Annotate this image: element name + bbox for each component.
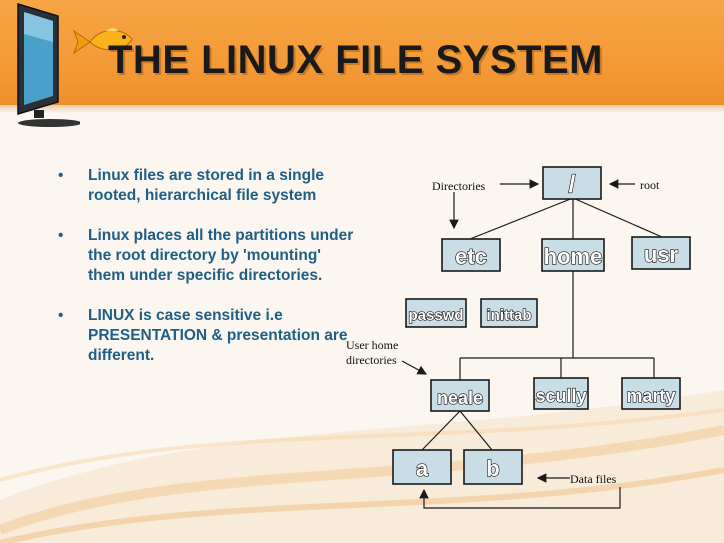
node-label: b (486, 456, 499, 481)
edge-neale-a (421, 410, 461, 451)
goldfish-icon (72, 28, 133, 55)
node-neale: neale (430, 379, 490, 412)
node-passwd: passwd (405, 298, 467, 328)
note-directories: Directories (432, 179, 486, 193)
bullet-list: • Linux files are stored in a single roo… (56, 166, 356, 386)
node-label: a (416, 456, 429, 481)
node-usr: usr (631, 236, 691, 270)
node-label: / (569, 171, 576, 198)
node-root: / (542, 166, 602, 200)
bullet-text: Linux places all the partitions under th… (88, 227, 354, 284)
note-root: root (640, 178, 660, 192)
bullet-dot: • (58, 167, 64, 184)
node-marty: marty (621, 377, 681, 410)
note-data-files: Data files (570, 472, 617, 486)
node-label: etc (455, 244, 487, 269)
node-label: usr (644, 242, 679, 267)
node-label: passwd (408, 307, 463, 324)
bullet-dot: • (58, 307, 64, 324)
header-shadow (0, 105, 724, 113)
edge-root-usr (572, 197, 663, 238)
user-home-arrow (401, 360, 428, 375)
edge-neale-b (459, 410, 493, 451)
node-b: b (463, 449, 523, 485)
bullet-item: • Linux files are stored in a single roo… (56, 166, 356, 206)
bullet-text: LINUX is case sensitive i.e PRESENTATION… (88, 307, 348, 364)
note-user-home-line1: User home (346, 338, 398, 352)
node-scully: scully (533, 377, 589, 410)
node-inittab: inittab (480, 298, 538, 328)
node-home: home (541, 238, 605, 272)
background-swoosh (0, 390, 724, 543)
header-band (0, 0, 724, 105)
data-files-loop-arrow (419, 487, 621, 509)
bullet-item: • LINUX is case sensitive i.e PRESENTATI… (56, 306, 356, 366)
note-user-home-line2: directories (346, 353, 397, 367)
node-etc: etc (441, 238, 501, 272)
edge-root-etc (469, 197, 574, 240)
node-label: inittab (487, 307, 532, 324)
monitor-icon (17, 2, 80, 127)
bullet-item: • Linux places all the partitions under … (56, 226, 356, 286)
node-a: a (392, 449, 452, 485)
file-system-diagram: / etc home usr passwd inittab neale scul… (346, 166, 691, 509)
page-title: THE LINUX FILE SYSTEM (108, 38, 603, 82)
node-label: home (544, 244, 603, 269)
bullet-text: Linux files are stored in a single roote… (88, 167, 325, 204)
node-label: neale (437, 388, 483, 408)
bullet-dot: • (58, 227, 64, 244)
node-label: marty (626, 386, 675, 406)
node-label: scully (535, 386, 586, 406)
